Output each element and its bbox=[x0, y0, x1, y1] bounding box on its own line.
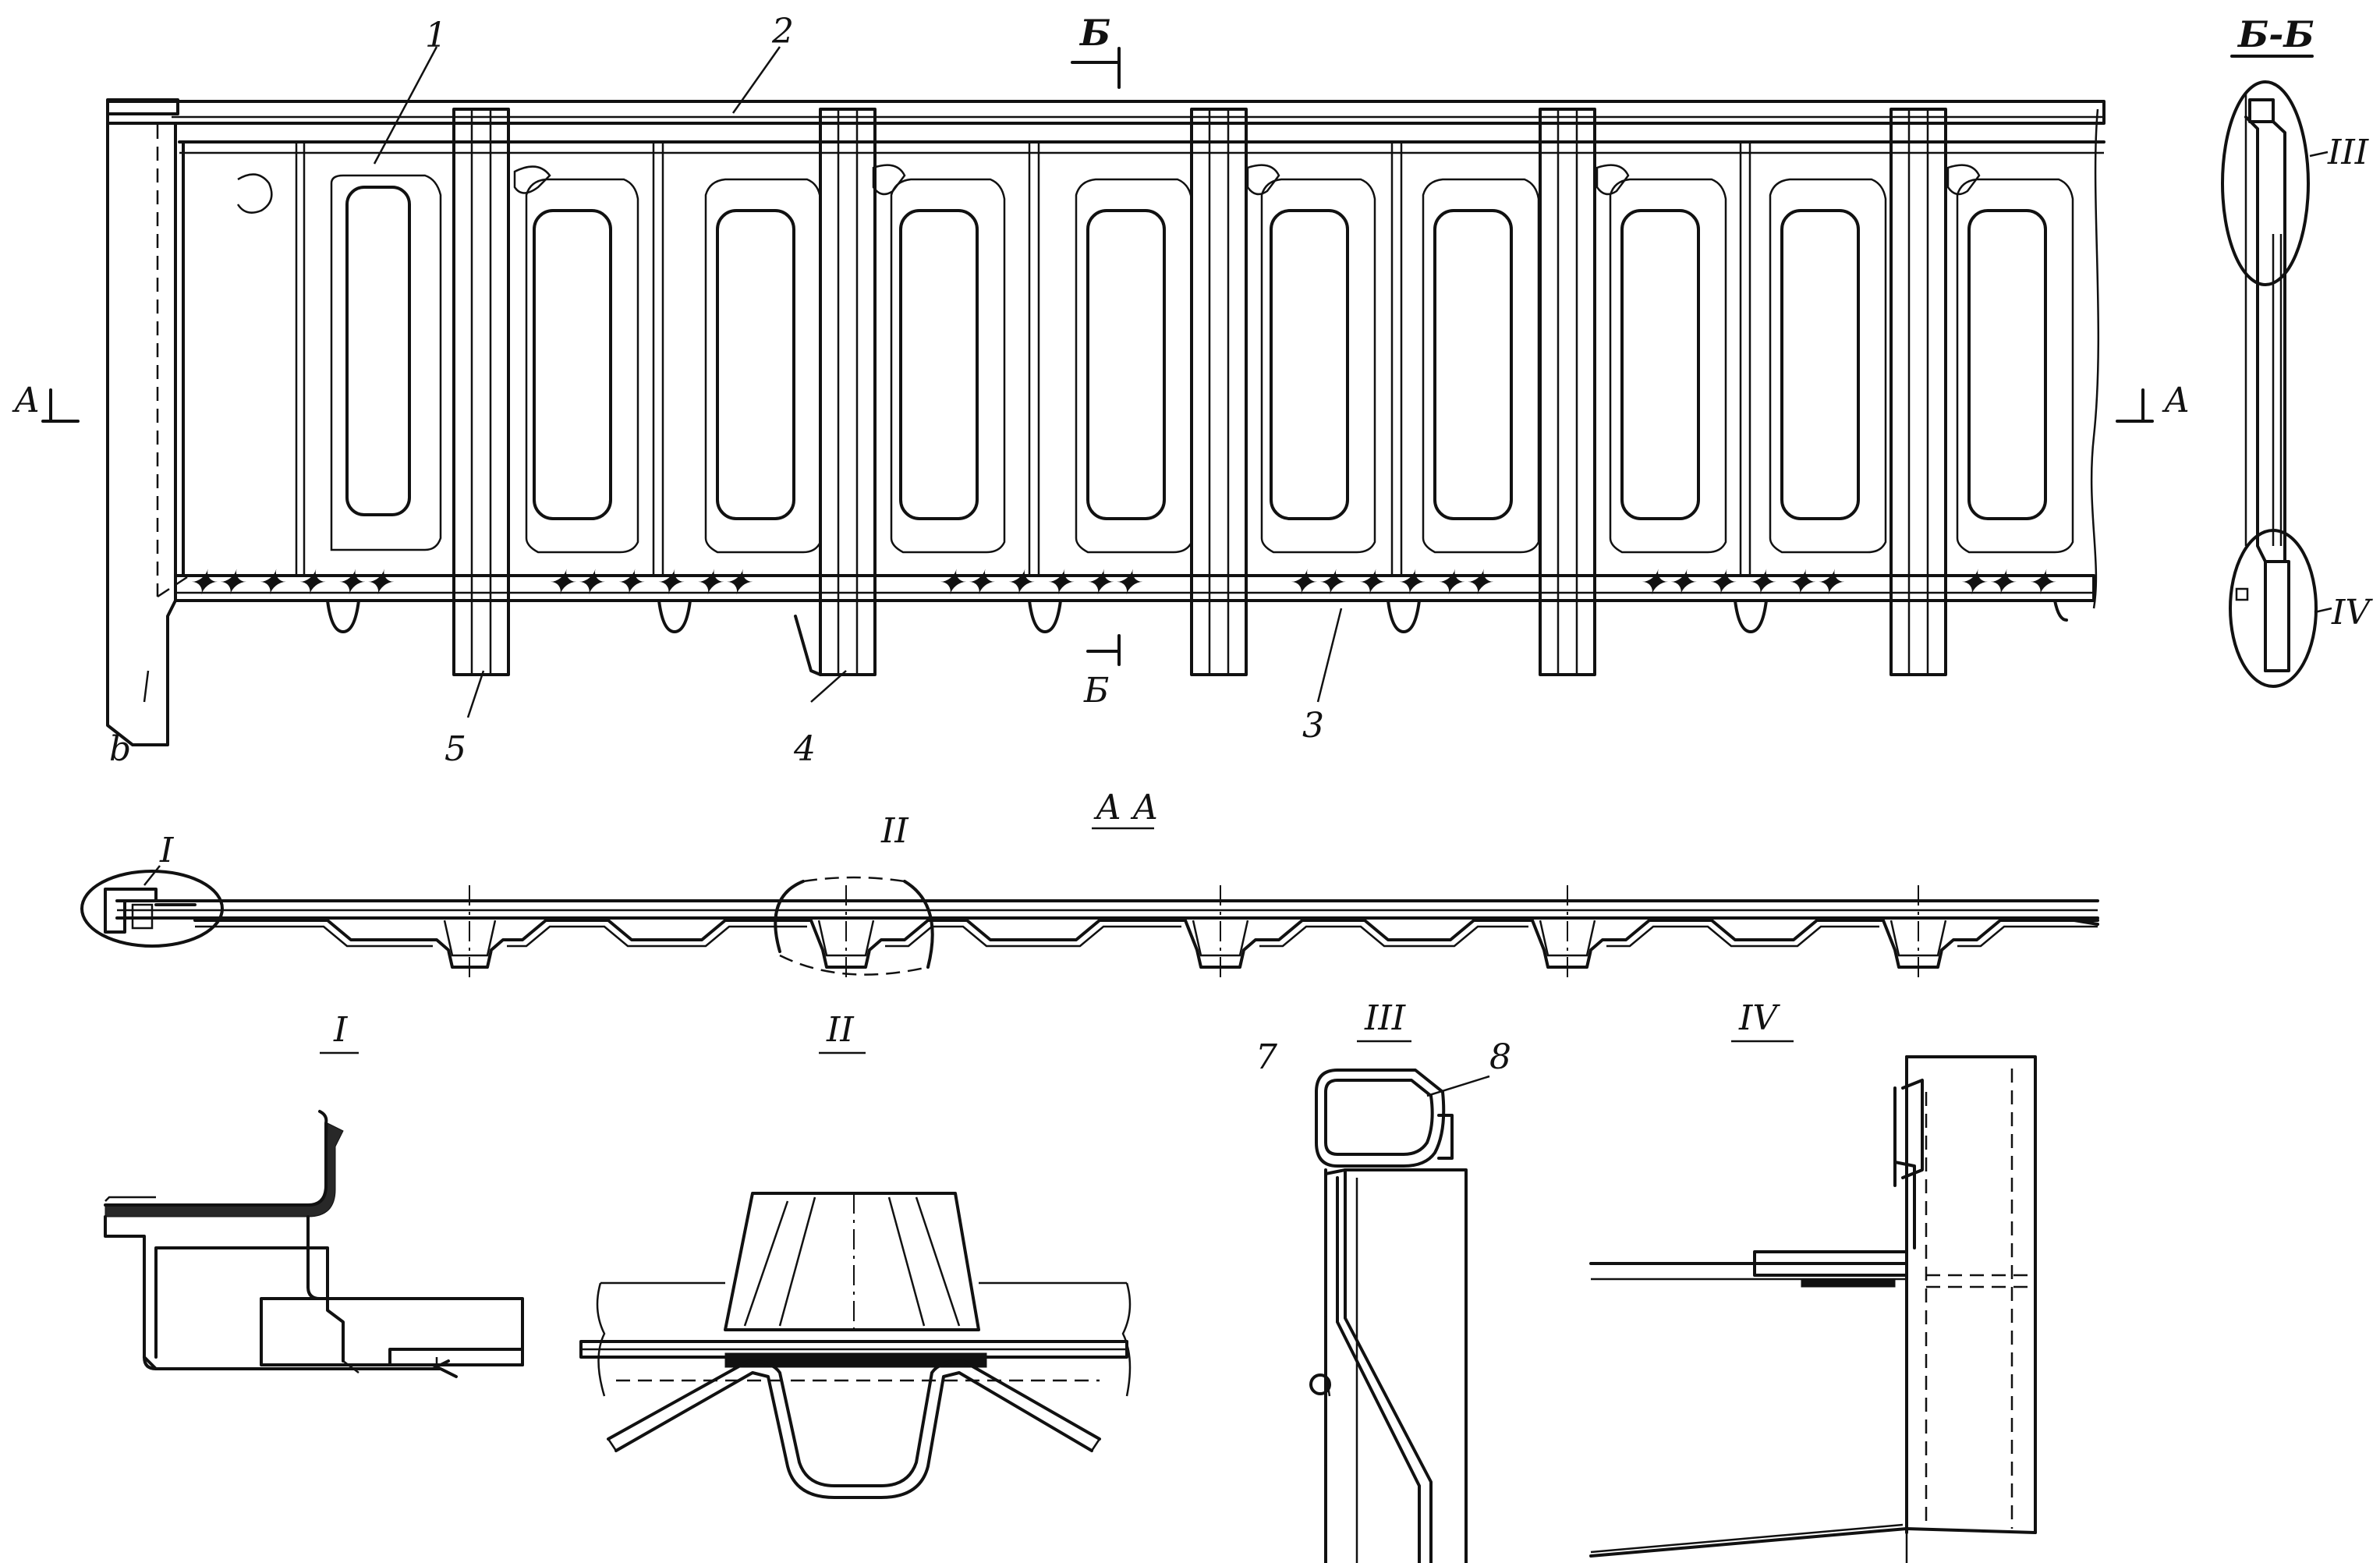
callout-leaders bbox=[143, 46, 1343, 718]
aa-detail-I-label: I bbox=[159, 831, 175, 870]
section-bb-title: Б-Б bbox=[2237, 13, 2314, 55]
side-wall-elevation: ✦✦ ✦ ✦ ✦✦ ✦✦ ✦ ✦ ✦✦ ✦✦ ✦ ✦ ✦✦ ✦✦ ✦ ✦ ✦✦ … bbox=[12, 12, 2190, 769]
section-aa: А А II I bbox=[80, 788, 2099, 983]
callout-7: 7 bbox=[1256, 1037, 1277, 1077]
lock-fittings bbox=[236, 164, 1981, 214]
section-a-marker-left: А bbox=[12, 381, 80, 423]
svg-text:А: А bbox=[12, 381, 40, 420]
vertical-posts bbox=[452, 108, 1947, 676]
wall-panel-openings bbox=[330, 174, 2074, 554]
bb-detail-III-label: III bbox=[2327, 133, 2370, 172]
section-b-marker-bottom: Б bbox=[1083, 634, 1121, 711]
callout-1: 1 bbox=[425, 16, 447, 55]
bb-detail-IV-label: IV bbox=[2331, 593, 2373, 633]
aa-detail-II-label: II bbox=[880, 811, 909, 851]
section-bb: Б-Б III IV bbox=[2221, 13, 2373, 688]
detail-IV-title: IV bbox=[1738, 998, 1780, 1038]
callout-2: 2 bbox=[771, 12, 794, 51]
detail-IV: IV bbox=[1589, 998, 2037, 1563]
svg-text:✦✦ ✦ ✦ ✦✦: ✦✦ ✦ ✦ ✦✦ bbox=[187, 563, 395, 603]
svg-text:✦✦ ✦ ✦ ✦✦: ✦✦ ✦ ✦ ✦✦ bbox=[546, 563, 753, 603]
detail-I-title: I bbox=[333, 1010, 349, 1050]
svg-text:✦✦ ✦: ✦✦ ✦ bbox=[1957, 563, 2057, 603]
svg-text:А: А bbox=[2162, 381, 2190, 420]
callout-8: 8 bbox=[1489, 1037, 1511, 1077]
callout-6: b bbox=[109, 729, 131, 769]
section-aa-title: А А bbox=[1093, 788, 1159, 828]
detail-III: III 7 8 bbox=[1256, 998, 1511, 1563]
svg-text:✦✦ ✦ ✦ ✦✦: ✦✦ ✦ ✦ ✦✦ bbox=[1638, 563, 1845, 603]
section-a-marker-right: А bbox=[2116, 381, 2190, 423]
detail-I: I bbox=[104, 1010, 524, 1378]
callout-5: 5 bbox=[444, 729, 466, 769]
detail-II-title: II bbox=[826, 1010, 855, 1050]
intermediate-stiffeners bbox=[295, 142, 1751, 576]
detail-III-title: III bbox=[1364, 998, 1407, 1038]
detail-II: II bbox=[579, 1010, 1132, 1499]
svg-text:✦✦ ✦ ✦ ✦✦: ✦✦ ✦ ✦ ✦✦ bbox=[936, 563, 1143, 603]
svg-text:✦✦ ✦ ✦ ✦✦: ✦✦ ✦ ✦ ✦✦ bbox=[1287, 563, 1494, 603]
svg-text:Б: Б bbox=[1083, 671, 1109, 711]
callout-3: 3 bbox=[1302, 706, 1324, 746]
callout-4: 4 bbox=[793, 729, 816, 769]
svg-text:Б: Б bbox=[1078, 12, 1110, 54]
section-b-marker-top: Б bbox=[1071, 12, 1121, 89]
bottom-chord-rivets: ✦✦ ✦ ✦ ✦✦ ✦✦ ✦ ✦ ✦✦ ✦✦ ✦ ✦ ✦✦ ✦✦ ✦ ✦ ✦✦ … bbox=[187, 563, 2068, 633]
